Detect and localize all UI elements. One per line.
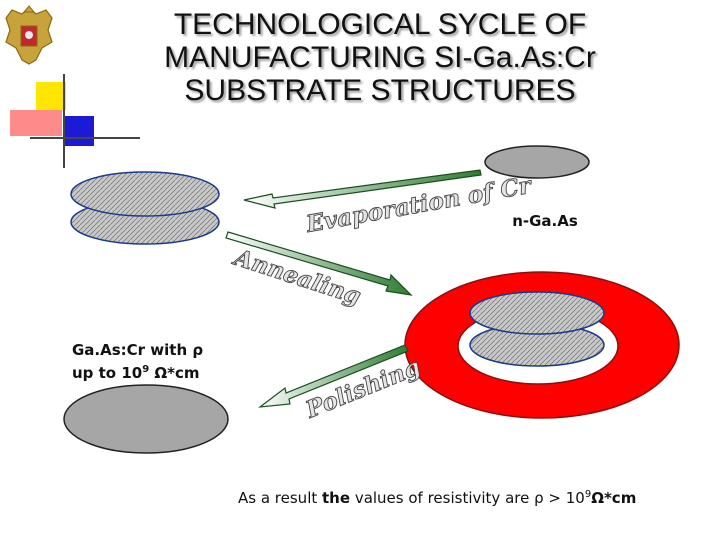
title-line-3: SUBSTRATE STRUCTURES [184,74,576,107]
coat-of-arms-icon [5,5,53,65]
label-gaas-cr-line2-suffix: Ω*cm [149,364,200,382]
result-suffix: Ω*cm [591,489,637,507]
result-exp: 9 [584,489,592,500]
label-gaas-cr-line2: up to 109 Ω*cm [72,360,203,383]
arrow-polishing [257,344,409,408]
decorative-squares [10,74,140,168]
label-gaas-cr-line2-prefix: up to 10 [72,364,143,382]
arrow-evaporation [243,169,482,209]
result-prefix: As a result [238,489,323,507]
label-gaas-cr-line1: Ga.As:Cr with ρ [72,341,204,359]
label-gaas-cr-line2-exp: 9 [142,364,150,375]
n-gaas-disc [484,145,590,179]
slide-title: TECHNOLOGICAL SYCLE OF MANUFACTURING SI-… [120,8,640,107]
red-ring-assembly [404,271,680,419]
result-bold: the [322,489,351,507]
title-line-2: MANUFACTURING SI-Ga.As:Cr [164,41,596,74]
result-statement: As a result the values of resistivity ar… [238,489,636,507]
title-line-1: TECHNOLOGICAL SYCLE OF [173,8,587,41]
label-n-gaas: n-Ga.As [512,212,578,230]
label-gaas-cr: Ga.As:Cr with ρ up to 109 Ω*cm [72,340,203,383]
result-middle: values of resistivity are ρ > 10 [350,489,585,507]
arrow-annealing [225,231,413,296]
stacked-wafers-left [70,171,220,245]
gaas-cr-disc [63,384,229,454]
